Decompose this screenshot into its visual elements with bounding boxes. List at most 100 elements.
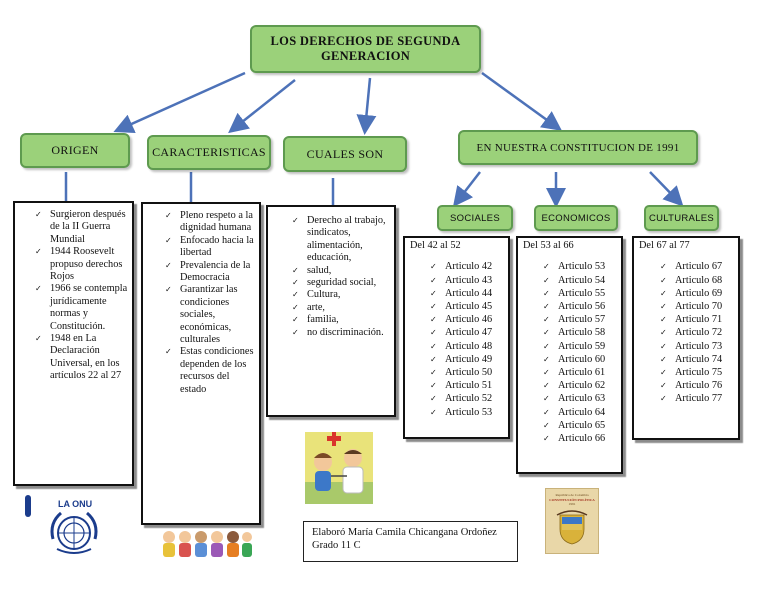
caracteristicas-box: Pleno respeto a la dignidad humanaEnfoca… (141, 202, 261, 525)
articulo-social-item: Articulo 53 (430, 406, 508, 419)
articulo-economico-item: Articulo 62 (543, 379, 621, 392)
articulo-economico-item: Articulo 60 (543, 353, 621, 366)
node-origen: ORIGEN (20, 133, 130, 168)
main-title: LOS DERECHOS DE SEGUNDA GENERACION (250, 25, 481, 73)
articulo-cultural-item: Articulo 74 (660, 353, 738, 366)
sociales-box: Del 42 al 52 Articulo 42Articulo 43Artic… (403, 236, 510, 439)
articulo-cultural-item: Articulo 72 (660, 326, 738, 339)
caracteristica-item: Garantizar las condiciones sociales, eco… (165, 284, 257, 346)
node-sociales: SOCIALES (437, 205, 513, 231)
cuales-list: Derecho al trabajo, sindicatos, alimenta… (292, 215, 392, 339)
origen-item: Surgieron después de la II Guerra Mundia… (35, 209, 128, 246)
articulo-cultural-item: Articulo 73 (660, 340, 738, 353)
articulo-economico-item: Articulo 63 (543, 392, 621, 405)
derecho-item: Cultura, (292, 289, 392, 302)
arrow-to-sociales (452, 171, 481, 207)
arrow-to-cuales (356, 77, 377, 135)
node-origen-label: ORIGEN (51, 143, 99, 157)
articulo-social-item: Articulo 47 (430, 326, 508, 339)
cuales-box: Derecho al trabajo, sindicatos, alimenta… (266, 205, 396, 417)
origen-list: Surgieron después de la II Guerra Mundia… (35, 209, 128, 383)
un-emblem (50, 511, 98, 554)
articulo-social-item: Articulo 45 (430, 300, 508, 313)
cover-line2: CONSTITUCIÓN POLÍTICA (549, 497, 595, 502)
un-logo-bar (25, 495, 31, 517)
articulo-economico-item: Articulo 56 (543, 300, 621, 313)
articulo-social-item: Articulo 43 (430, 274, 508, 287)
derecho-item: no discriminación. (292, 327, 392, 340)
children-icon (163, 531, 252, 557)
derecho-item: seguridad social, (292, 277, 392, 290)
culturales-range: Del 67 al 77 (639, 240, 690, 251)
derecho-item: familia, (292, 314, 392, 327)
articulo-cultural-item: Articulo 67 (660, 260, 738, 273)
articulo-economico-item: Articulo 59 (543, 340, 621, 353)
caracteristica-item: Estas condiciones dependen de los recurs… (165, 346, 257, 396)
articulo-economico-item: Articulo 61 (543, 366, 621, 379)
articulo-economico-item: Articulo 65 (543, 419, 621, 432)
articulo-economico-item: Articulo 54 (543, 274, 621, 287)
origen-box: Surgieron después de la II Guerra Mundia… (13, 201, 134, 486)
articulo-cultural-item: Articulo 77 (660, 392, 738, 405)
node-culturales: CULTURALES (644, 205, 719, 231)
node-economicos-label: ECONOMICOS (541, 212, 611, 224)
articulo-cultural-item: Articulo 69 (660, 287, 738, 300)
articulo-cultural-item: Articulo 71 (660, 313, 738, 326)
node-constitucion: EN NUESTRA CONSTITUCION DE 1991 (458, 130, 698, 165)
sociales-range: Del 42 al 52 (410, 240, 461, 251)
articulo-economico-item: Articulo 57 (543, 313, 621, 326)
arrow-to-origen (113, 71, 246, 133)
origen-item: 1966 se contempla jurídicamente normas y… (35, 283, 128, 333)
articulo-economico-item: Articulo 58 (543, 326, 621, 339)
articulo-cultural-item: Articulo 75 (660, 366, 738, 379)
onu-label: LA ONU (58, 499, 93, 509)
origen-item: 1944 Roosevelt propuso derechos Rojos (35, 246, 128, 283)
caracteristicas-list: Pleno respeto a la dignidad humanaEnfoca… (165, 210, 257, 396)
articulo-social-item: Articulo 51 (430, 379, 508, 392)
caracteristica-item: Enfocado hacia la libertad (165, 235, 257, 260)
credits-grade: Grado 11 C (312, 540, 361, 551)
node-caracteristicas: CARACTERISTICAS (147, 135, 271, 170)
credits-box: Elaboró María Camila Chicangana Ordoñez … (303, 521, 518, 562)
culturales-box: Del 67 al 77 Articulo 67Articulo 68Artic… (632, 236, 740, 440)
articulo-social-item: Articulo 46 (430, 313, 508, 326)
credits-author: Elaboró María Camila Chicangana Ordoñez (312, 527, 497, 538)
economicos-range: Del 53 al 66 (523, 240, 574, 251)
articulo-social-item: Articulo 49 (430, 353, 508, 366)
articulo-economico-item: Articulo 55 (543, 287, 621, 300)
arrow-to-culturales (649, 171, 684, 207)
articulo-social-item: Articulo 50 (430, 366, 508, 379)
articulo-social-item: Articulo 42 (430, 260, 508, 273)
articulo-economico-item: Articulo 64 (543, 406, 621, 419)
node-sociales-label: SOCIALES (450, 212, 500, 224)
node-constitucion-label: EN NUESTRA CONSTITUCION DE 1991 (476, 141, 680, 154)
doctor-child-icon (305, 432, 373, 504)
articulo-cultural-item: Articulo 76 (660, 379, 738, 392)
articulo-cultural-item: Articulo 68 (660, 274, 738, 287)
derecho-item: arte, (292, 302, 392, 315)
articulo-social-item: Articulo 44 (430, 287, 508, 300)
sociales-list: Articulo 42Articulo 43Articulo 44Articul… (430, 260, 508, 419)
node-economicos: ECONOMICOS (534, 205, 618, 231)
arrow-to-constitucion (481, 71, 563, 131)
un-logo-icon: LA ONU (25, 493, 115, 561)
economicos-list: Articulo 53Articulo 54Articulo 55Articul… (543, 260, 621, 445)
node-caracteristicas-label: CARACTERISTICAS (152, 145, 266, 159)
economicos-box: Del 53 al 66 Articulo 53Articulo 54Artic… (516, 236, 623, 474)
articulo-social-item: Articulo 48 (430, 340, 508, 353)
main-title-text: LOS DERECHOS DE SEGUNDA GENERACION (270, 34, 461, 63)
articulo-cultural-item: Articulo 70 (660, 300, 738, 313)
coat-of-arms (556, 509, 588, 544)
arrow-to-caracteristicas (228, 79, 296, 134)
cover-line3: 1991 (568, 502, 576, 506)
cover-line1: República de Colombia (555, 493, 589, 497)
caracteristica-item: Pleno respeto a la dignidad humana (165, 210, 257, 235)
node-culturales-label: CULTURALES (648, 212, 715, 224)
node-cuales-son: CUALES SON (283, 136, 407, 172)
derecho-item: Derecho al trabajo, sindicatos, alimenta… (292, 215, 392, 265)
node-cuales-label: CUALES SON (306, 146, 384, 161)
caracteristica-item: Prevalencia de la Democracia (165, 260, 257, 285)
articulo-social-item: Articulo 52 (430, 392, 508, 405)
articulo-economico-item: Articulo 66 (543, 432, 621, 445)
